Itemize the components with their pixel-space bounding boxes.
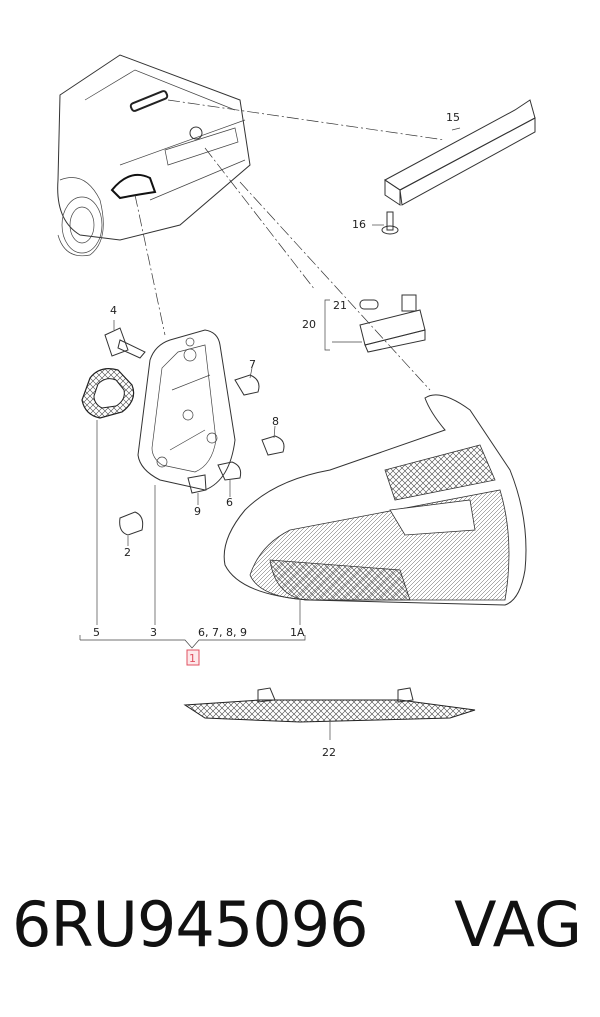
label-8: 8 [272,415,279,428]
parts-diagram: 15 16 20 21 4 7 8 6 9 2 5 3 6, 7, 8, 9 1… [57,54,536,759]
label-3: 3 [150,626,157,639]
label-9: 9 [194,505,201,518]
brand-name: VAG [454,888,582,961]
label-4: 4 [110,304,117,317]
leader-lines [134,99,446,391]
label-15: 15 [446,111,460,124]
label-22: 22 [322,746,336,759]
label-6: 6 [226,496,233,509]
label-1: 1 [189,652,196,665]
label-6-7-8-9: 6, 7, 8, 9 [198,626,247,639]
part-3-bulb-carrier [137,329,236,625]
part-2-plug [119,511,144,546]
part-5-gasket [81,368,135,625]
part-number: 6RU945096 [12,888,369,961]
group-bracket [79,635,306,666]
part-15-brake-light [384,99,536,206]
label-16: 16 [352,218,366,231]
car-rear-illustration [57,54,251,257]
part-20-license-lamp [324,294,426,353]
footer: 6RU945096 VAG [0,888,600,988]
part-16-screw [372,211,399,235]
label-1a: 1A [290,626,305,639]
part-22-reflector [183,687,476,740]
label-20: 20 [302,318,316,331]
label-2: 2 [124,546,131,559]
bulbs [187,367,285,505]
label-5: 5 [93,626,100,639]
label-7: 7 [249,358,256,371]
label-21: 21 [333,299,347,312]
part-1a-tail-light [223,394,527,625]
part-4-connector [104,320,146,359]
